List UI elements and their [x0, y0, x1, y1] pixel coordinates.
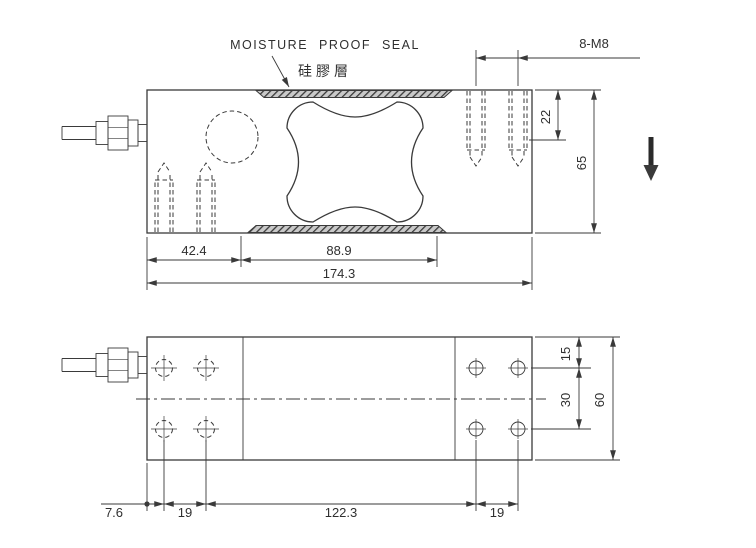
threaded-hole-plan-4: [193, 416, 219, 442]
dim-right-hole-pitch: 19: [490, 505, 504, 520]
dim-hole-span: 122.3: [325, 505, 358, 520]
dimension-edge-to-first-hole: 7.6: [101, 501, 164, 520]
plan-bottom-dimensions: 7.6 19 122.3 19: [101, 440, 519, 520]
bolt-hole-plan-3: [466, 419, 486, 439]
flexure-cutout: [286, 101, 424, 223]
dim-body-height: 65: [574, 156, 589, 170]
moisture-seal-bottom: [246, 225, 448, 233]
threaded-hole-plan-3: [151, 416, 177, 442]
side-view: [61, 89, 533, 234]
bolt-hole-plan-4: [508, 419, 528, 439]
body-outline-plan: [146, 336, 533, 461]
dimension-body-height: 65: [535, 90, 601, 234]
dimension-hole-span: 122.3: [206, 501, 476, 520]
seal-label-en: MOISTURE PROOF SEAL: [230, 38, 420, 52]
dimension-right-hole-pitch: 19: [476, 501, 518, 520]
thread-callout: 8-M8: [475, 36, 640, 86]
dim-left-hole-pitch: 19: [178, 505, 192, 520]
dimension-edge-to-hole-row: 15: [531, 336, 620, 369]
bolt-hole-plan-1: [466, 358, 486, 378]
seal-leader-line: [271, 55, 290, 88]
dim-thread-depth: 22: [538, 110, 553, 124]
body-outline-side: [146, 89, 533, 234]
dimension-origin-dot: [144, 501, 150, 507]
seal-callout: MOISTURE PROOF SEAL 硅膠層: [230, 38, 420, 88]
load-direction-arrow: [643, 137, 659, 181]
threaded-hole-plan-2: [193, 355, 219, 381]
dimension-overall-length: 174.3: [147, 237, 533, 290]
dim-edge-to-hole-row: 15: [558, 347, 573, 361]
seal-label-zh: 硅膠層: [298, 63, 352, 79]
dim-edge-to-first-hole: 7.6: [105, 505, 123, 520]
dimension-center-section: 88.9: [241, 236, 438, 267]
cable-gland-side: [61, 115, 148, 151]
threaded-hole-bottom-left-1: [154, 162, 174, 232]
threaded-hole-plan-1: [151, 355, 177, 381]
threaded-hole-top-right-2: [508, 91, 528, 167]
bolt-hole-plan-2: [508, 358, 528, 378]
dimension-left-hole-pitch: 19: [164, 501, 206, 520]
plan-view: [61, 336, 546, 461]
thread-callout-label: 8-M8: [579, 36, 609, 51]
dim-hole-row-spacing: 30: [558, 393, 573, 407]
dim-center-section: 88.9: [326, 243, 351, 258]
threaded-hole-bottom-left-2: [196, 162, 216, 232]
moisture-seal-top: [254, 90, 454, 98]
dim-body-width: 60: [592, 393, 607, 407]
hidden-bore-circle: [205, 110, 259, 164]
dimension-thread-depth: 22: [529, 89, 601, 141]
dimension-left-section: 42.4: [146, 236, 242, 290]
dim-left-section: 42.4: [181, 243, 206, 258]
threaded-hole-top-right-1: [466, 91, 486, 167]
cable-gland-plan: [61, 347, 148, 383]
dimension-body-width: 60: [535, 337, 620, 461]
dim-overall-length: 174.3: [323, 266, 356, 281]
dimension-hole-row-spacing: 30: [531, 368, 591, 430]
